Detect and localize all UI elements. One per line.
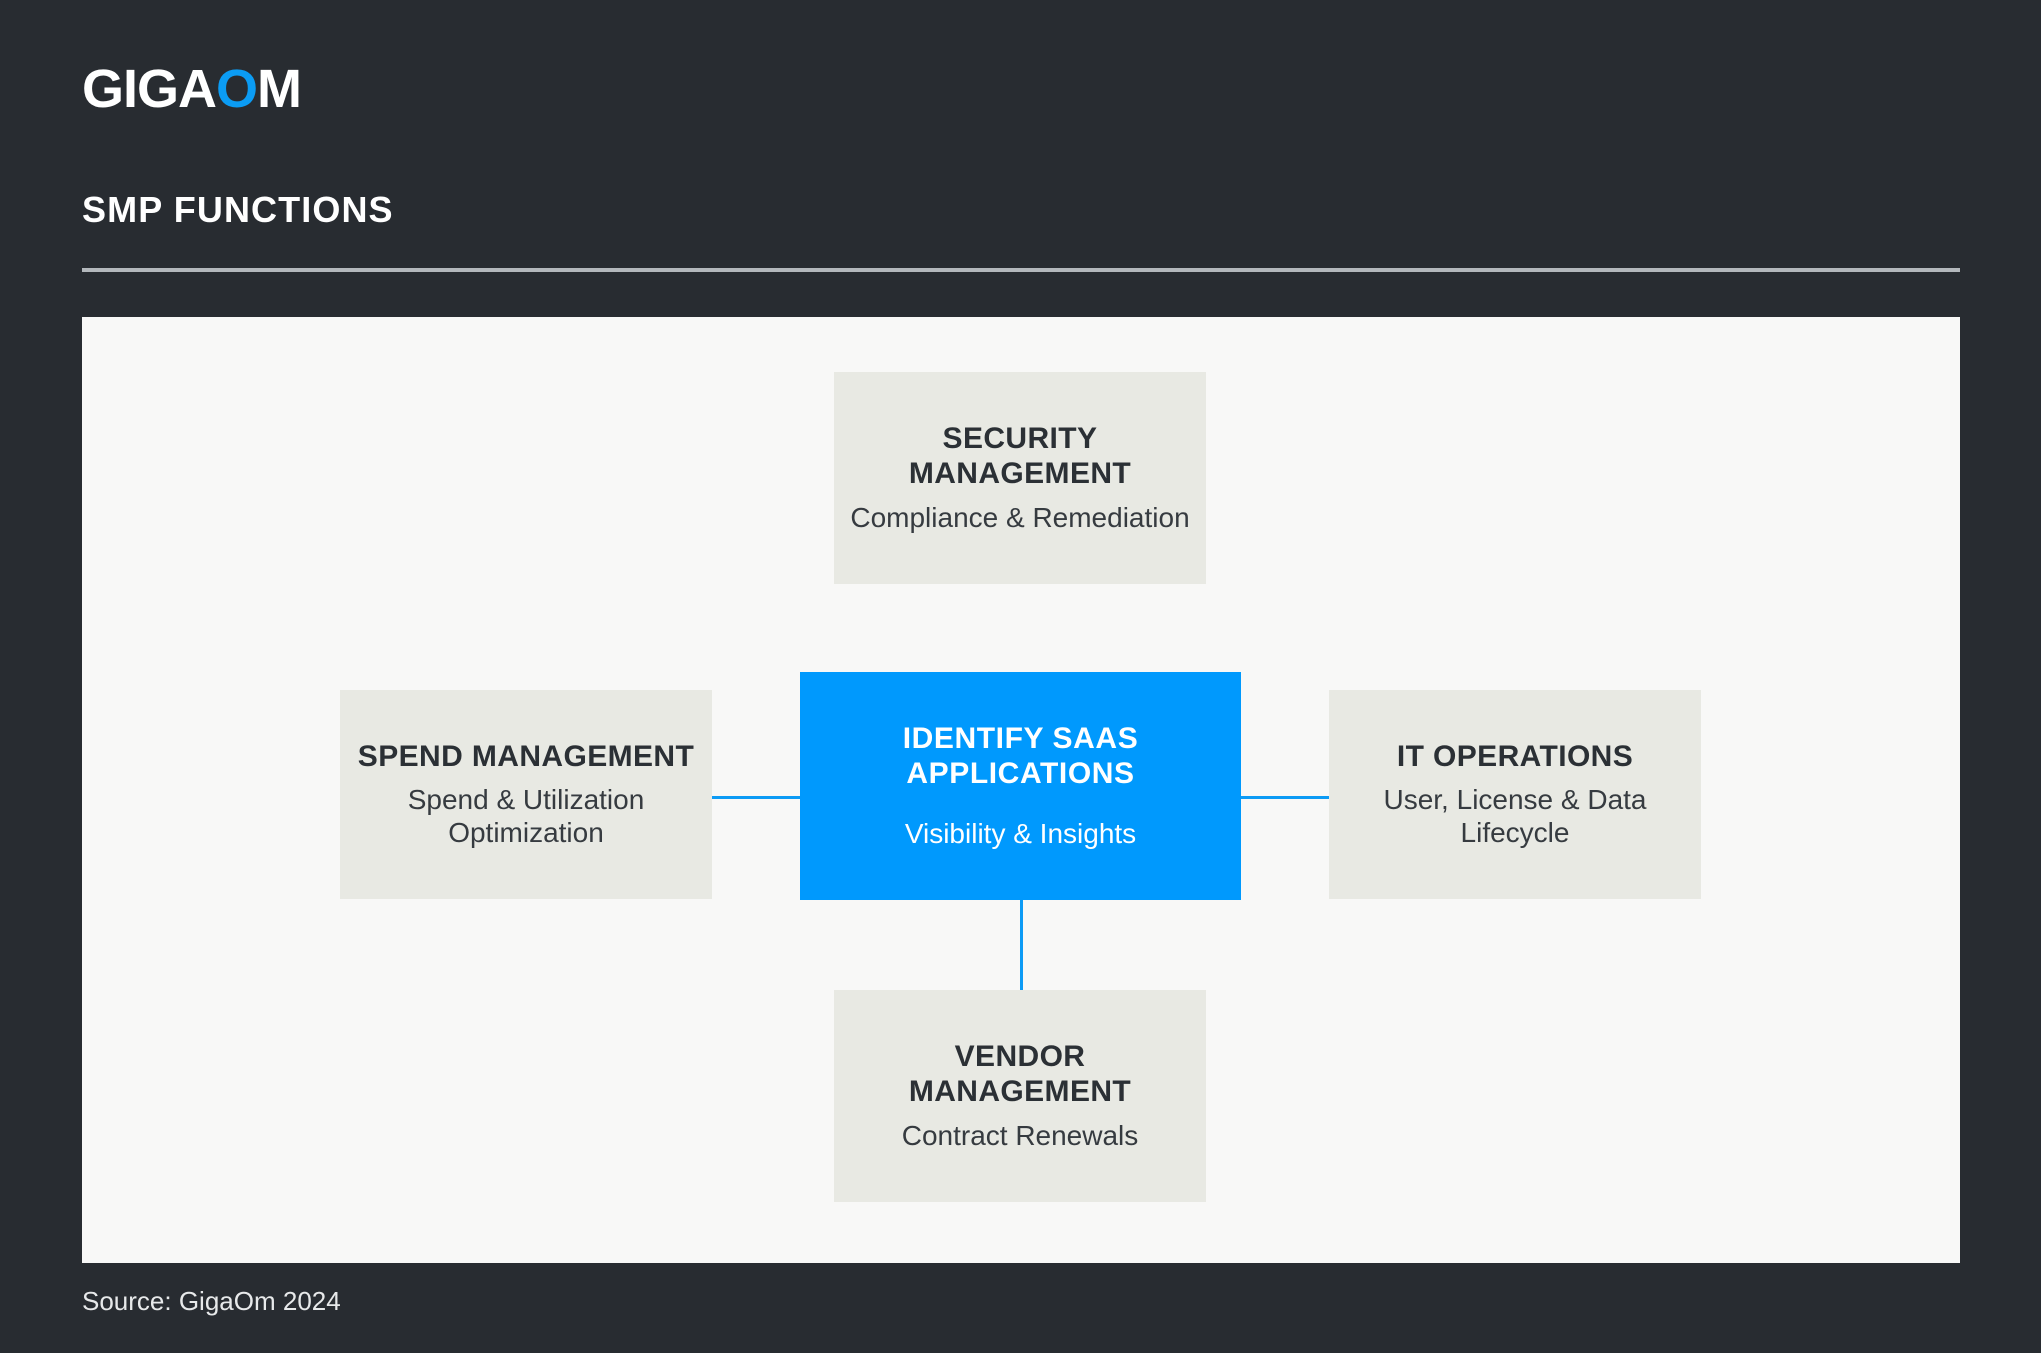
connector-center-to-spend: [712, 796, 802, 799]
logo-text-giga: GIGA: [82, 59, 217, 119]
node-title-vendor: VENDOR MANAGEMENT: [908, 1039, 1132, 1108]
logo-text-m: M: [257, 59, 302, 119]
node-subtitle-vendor: Contract Renewals: [901, 1119, 1139, 1151]
node-title-security: SECURITY MANAGEMENT: [908, 421, 1132, 490]
node-vendor-management[interactable]: VENDOR MANAGEMENT Contract Renewals: [834, 990, 1206, 1202]
node-title-spend: SPEND MANAGEMENT: [357, 739, 695, 773]
node-title-itops: IT OPERATIONS: [1396, 739, 1634, 773]
diagram-card: SECURITY MANAGEMENT Compliance & Remedia…: [82, 317, 1960, 1263]
connector-center-to-vendor: [1020, 898, 1023, 990]
node-subtitle-security: Compliance & Remediation: [850, 501, 1190, 533]
page-title: SMP FUNCTIONS: [82, 189, 394, 230]
logo-o-icon: O: [216, 59, 258, 119]
node-spend-management[interactable]: SPEND MANAGEMENT Spend & Utilization Opt…: [340, 690, 712, 899]
title-divider: [82, 268, 1960, 272]
node-subtitle-center: Visibility & Insights: [904, 817, 1137, 849]
node-security-management[interactable]: SECURITY MANAGEMENT Compliance & Remedia…: [834, 372, 1206, 584]
node-it-operations[interactable]: IT OPERATIONS User, License & Data Lifec…: [1329, 690, 1701, 899]
node-subtitle-spend: Spend & Utilization Optimization: [407, 784, 645, 848]
source-caption: Source: GigaOm 2024: [82, 1286, 341, 1316]
node-title-center: IDENTIFY SAAS APPLICATIONS: [902, 721, 1139, 790]
node-subtitle-itops: User, License & Data Lifecycle: [1383, 784, 1647, 848]
node-identify-saas-applications[interactable]: IDENTIFY SAAS APPLICATIONS Visibility & …: [800, 672, 1241, 900]
connector-center-to-itops: [1241, 796, 1331, 799]
